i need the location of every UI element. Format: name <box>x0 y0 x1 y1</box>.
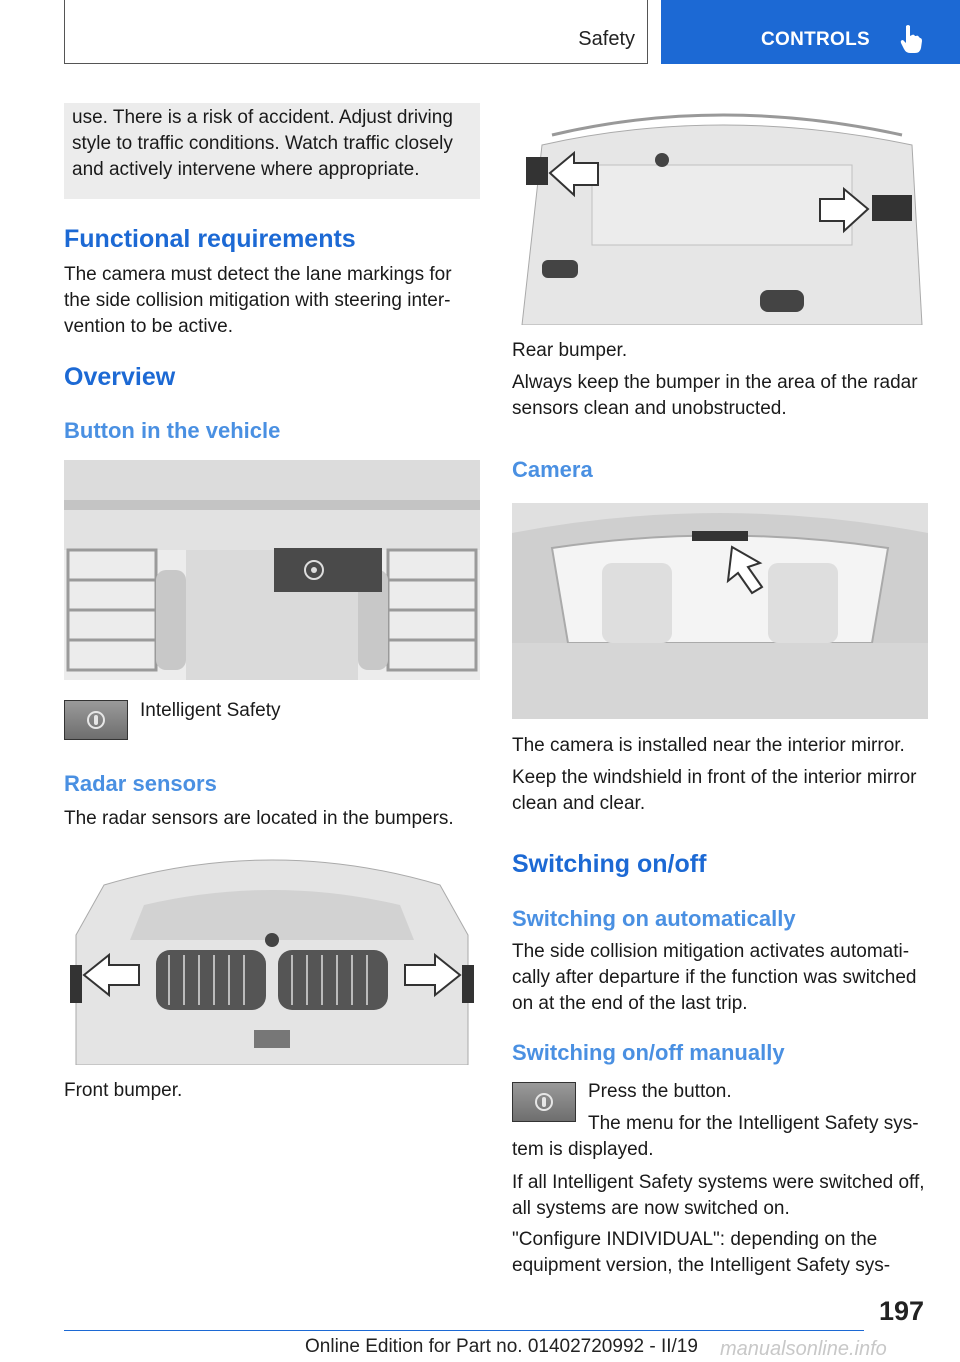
heading-functional-requirements: Functional requirements <box>64 225 356 253</box>
all-off-text: If all Intelligent Safety systems were s… <box>512 1170 928 1222</box>
rear-bumper-illustration <box>512 105 928 325</box>
radar-sensors-text: The radar sensors are located in the bum… <box>64 808 454 829</box>
intelligent-safety-label: Intelligent Safety <box>140 700 281 721</box>
heading-button-in-vehicle: Button in the vehicle <box>64 418 281 443</box>
text-line: clean and clear. <box>512 793 646 814</box>
functional-requirements-text: The camera must detect the lane markings… <box>64 262 480 340</box>
chapter-tab[interactable]: CONTROLS <box>661 0 960 64</box>
configure-text: "Configure INDIVIDUAL": depending on the… <box>512 1227 928 1279</box>
front-bumper-illustration <box>64 845 480 1065</box>
camera-text-2: Keep the windshield in front of the inte… <box>512 765 928 817</box>
intelligent-safety-button-icon <box>64 700 128 740</box>
heading-radar-sensors: Radar sensors <box>64 771 217 796</box>
menu-text-2: tem is displayed. <box>512 1139 654 1160</box>
heading-overview: Overview <box>64 363 176 391</box>
heading-camera: Camera <box>512 457 593 482</box>
heading-switching-manual: Switching on/off manually <box>512 1040 785 1065</box>
text-line: Keep the windshield in front of the inte… <box>512 767 917 788</box>
heading-switching: Switching on/off <box>512 850 707 878</box>
text-line: vention to be active. <box>64 316 233 337</box>
page-number: 197 <box>879 1296 925 1326</box>
camera-illustration <box>512 503 928 719</box>
warning-line: use. There is a risk of accident. Adjust… <box>72 107 453 128</box>
text-line: on at the end of the last trip. <box>512 993 748 1014</box>
front-bumper-caption: Front bumper. <box>64 1080 183 1101</box>
pointing-hand-icon <box>900 25 922 53</box>
warning-box: use. There is a risk of accident. Adjust… <box>64 103 480 199</box>
press-button-text: Press the button. <box>588 1081 732 1102</box>
heading-switching-auto: Switching on automatically <box>512 906 796 931</box>
text-line: cally after departure if the function wa… <box>512 967 917 988</box>
text-line: all systems are now switched on. <box>512 1198 790 1219</box>
dashboard-button-illustration <box>64 460 480 680</box>
text-line: If all Intelligent Safety systems were s… <box>512 1172 925 1193</box>
text-line: The camera must detect the lane markings… <box>64 264 452 285</box>
auto-text: The side collision mitigation activates … <box>512 939 928 1017</box>
text-line: equipment version, the Intelligent Safet… <box>512 1255 891 1276</box>
text-line: "Configure INDIVIDUAL": depending on the <box>512 1229 878 1250</box>
text-line: The side collision mitigation activates … <box>512 941 910 962</box>
camera-text-1: The camera is installed near the interio… <box>512 735 905 756</box>
rear-bumper-text: Always keep the bumper in the area of th… <box>512 370 928 422</box>
text-line: Always keep the bumper in the area of th… <box>512 372 918 393</box>
text-line: the side collision mitigation with steer… <box>64 290 451 311</box>
menu-text-1: The menu for the Intelligent Safety sys- <box>588 1113 919 1134</box>
watermark: manualsonline.info <box>720 1338 887 1360</box>
header-section-box: Safety <box>64 0 648 64</box>
section-title: Safety <box>578 28 635 50</box>
intelligent-safety-button-icon <box>512 1082 576 1122</box>
warning-line: style to traffic conditions. Watch traff… <box>72 133 453 154</box>
rear-bumper-caption: Rear bumper. <box>512 340 628 361</box>
chapter-title: CONTROLS <box>761 29 871 50</box>
footer-edition: Online Edition for Part no. 01402720992 … <box>305 1336 698 1357</box>
warning-line: and actively intervene where appropriate… <box>72 159 420 180</box>
text-line: sensors clean and unobstructed. <box>512 398 787 419</box>
footer-divider <box>64 1330 864 1331</box>
